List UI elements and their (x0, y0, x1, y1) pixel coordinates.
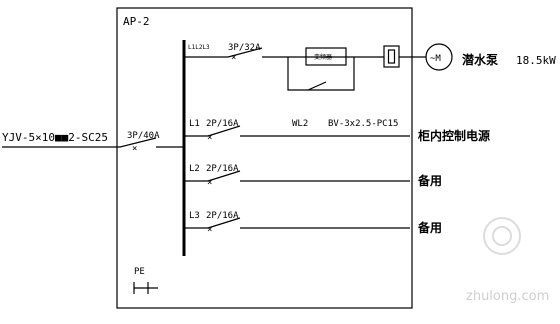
branch1-starter-label: 变频器 (314, 53, 332, 61)
branch2-load: 柜内控制电源 (417, 128, 490, 143)
branch2-breaker-label: 2P/16A (206, 119, 239, 129)
branch4-breaker-contact (207, 217, 241, 229)
branch4-phase: L3 (189, 211, 200, 221)
panel-enclosure (116, 7, 413, 309)
branch3-breaker-mark: × (207, 178, 212, 188)
branch4-load: 备用 (417, 220, 442, 235)
branch1-load: 潜水泵 (462, 52, 498, 67)
branch4-breaker-label: 2P/16A (206, 211, 239, 221)
motor-icon (425, 43, 453, 71)
branch1-bypass-path (287, 57, 355, 91)
incoming-breaker-contact (119, 137, 157, 148)
branch2-phase: L1 (189, 119, 200, 129)
branch1-thermal-relay (383, 45, 400, 68)
branch1-bypass-contact (307, 81, 327, 91)
watermark-text: zhulong.com (466, 289, 549, 304)
branch3-breaker-label: 2P/16A (206, 164, 239, 174)
panel-name: AP-2 (123, 15, 150, 28)
incoming-breaker-label: 3P/40A (127, 131, 160, 141)
branch1-starter-box (305, 47, 347, 66)
branch1-thermal-relay-element (387, 49, 396, 64)
incoming-cable-label: YJV-5×10■■2-SC25 (2, 131, 108, 144)
pe-label: PE (134, 267, 145, 277)
motor-symbol: ~M (430, 54, 441, 64)
watermark-logo (483, 217, 521, 255)
branch2-cable: BV-3x2.5-PC15 (328, 119, 398, 129)
branch4-breaker-mark: × (207, 225, 212, 235)
branch2-breaker-mark: × (207, 133, 212, 143)
branch2-circuit: WL2 (292, 119, 308, 129)
branch3-phase: L2 (189, 164, 200, 174)
branch3-breaker-contact (207, 170, 241, 182)
branch1-power: 18.5kW (516, 54, 556, 67)
branch2-breaker-contact (207, 125, 241, 137)
branch1-phase: L1L2L3 (188, 44, 210, 51)
branch1-breaker-mark: × (231, 53, 236, 63)
branch1-breaker-contact (227, 47, 263, 58)
branch1-breaker-label: 3P/32A (228, 43, 261, 53)
incoming-breaker-mark: × (132, 144, 137, 154)
branch3-load: 备用 (417, 173, 442, 188)
